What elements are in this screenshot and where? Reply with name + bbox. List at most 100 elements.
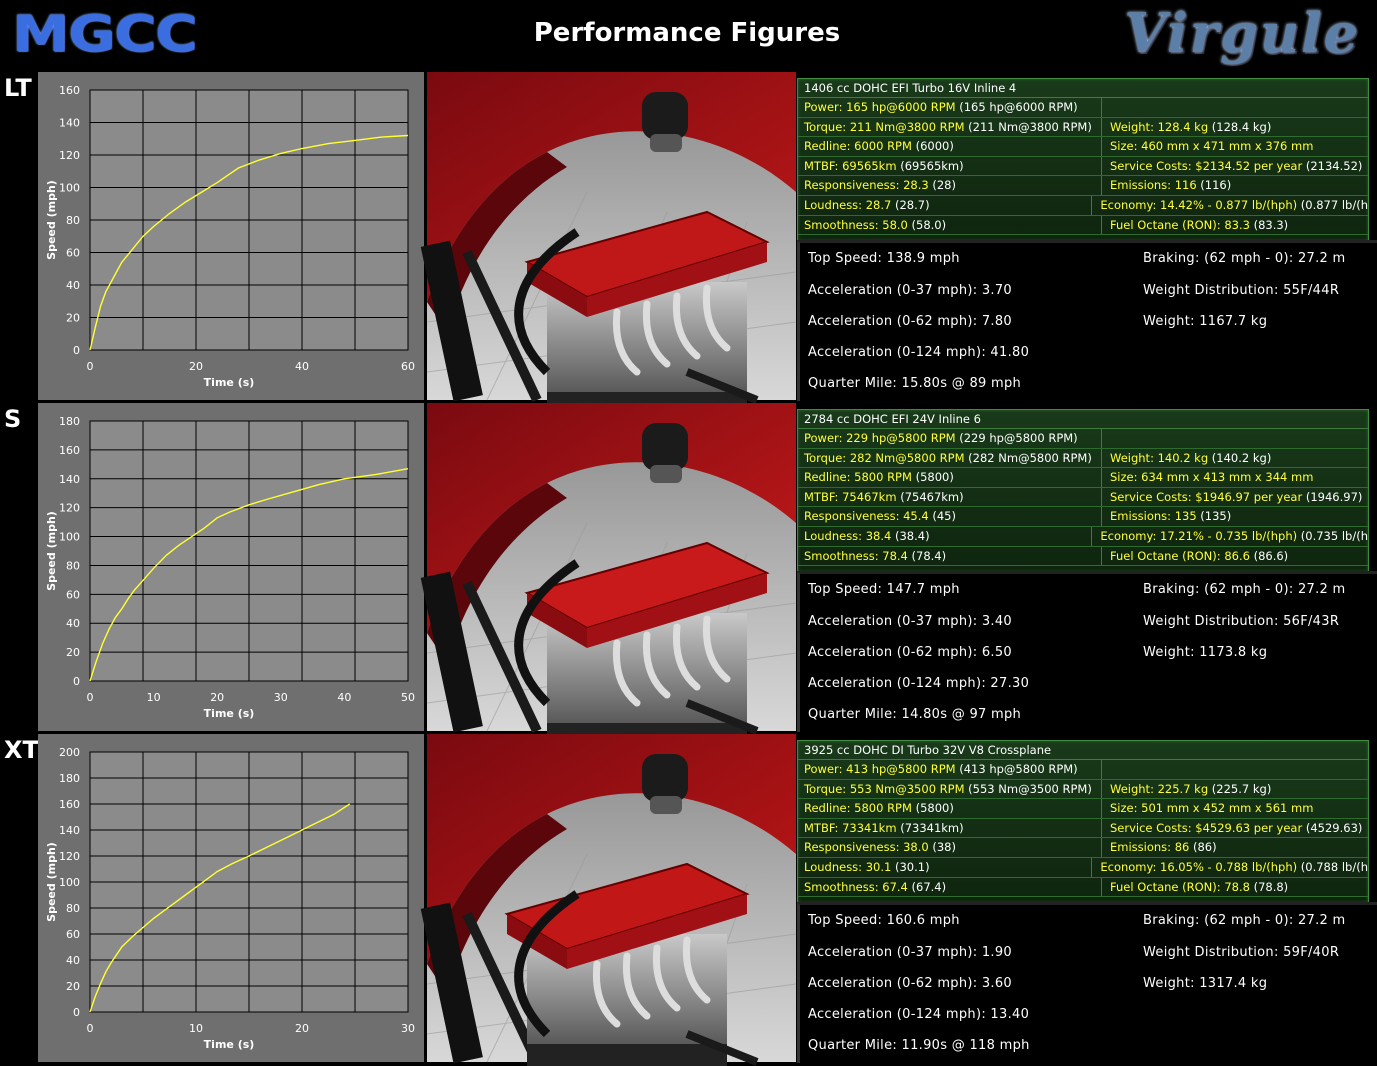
engine-stat-row: Torque: 553 Nm@3500 RPM (553 Nm@3500 RPM…	[798, 779, 1368, 800]
x-tick-label: 20	[189, 360, 203, 373]
engine-stat-right: Service Costs: $2134.52 per year (2134.5…	[1110, 158, 1363, 173]
y-tick-label: 60	[66, 588, 80, 601]
y-tick-label: 80	[66, 902, 80, 915]
engine-stat-row: Responsiveness: 28.3 (28) Emissions: 116…	[798, 176, 1368, 196]
y-tick-label: 200	[59, 746, 80, 759]
engine-stat-left: Responsiveness: 38.0 (38)	[798, 838, 1102, 857]
engine-image	[420, 72, 797, 414]
y-tick-label: 120	[59, 502, 80, 515]
engine-stat-right: Emissions: 116 (116)	[1110, 178, 1232, 193]
perf-quarter: Quarter Mile: 14.80s @ 97 mph	[808, 707, 1022, 722]
y-tick-label: 180	[59, 415, 80, 428]
engine-stat-left: Redline: 5800 RPM (5800)	[798, 799, 1102, 818]
perf-weight-dist: Weight Distribution: 55F/44R	[1143, 283, 1340, 298]
engine-stat-row: Power: 165 hp@6000 RPM (165 hp@6000 RPM)	[798, 98, 1368, 118]
perf-top-speed: Top Speed: 138.9 mph	[808, 251, 960, 266]
y-tick-label: 160	[59, 798, 80, 811]
y-tick-label: 120	[59, 850, 80, 863]
x-tick-label: 20	[295, 1022, 309, 1035]
perf-braking: Braking: (62 mph - 0): 27.2 m	[1143, 582, 1346, 597]
x-tick-label: 0	[87, 1022, 94, 1035]
x-tick-label: 0	[87, 360, 94, 373]
engine-stat-left: MTBF: 69565km (69565km)	[798, 156, 1102, 176]
mgcc-logo: MGCC	[12, 5, 197, 63]
engine-stat-left: Loudness: 30.1 (30.1)	[798, 857, 1093, 877]
perf-quarter: Quarter Mile: 15.80s @ 89 mph	[808, 376, 1022, 391]
perf-acc124: Acceleration (0-124 mph): 41.80	[808, 345, 1030, 360]
engine-name: 3925 cc DOHC DI Turbo 32V V8 Crossplane	[798, 741, 1368, 760]
y-tick-label: 160	[59, 84, 80, 97]
engine-stat-row: Redline: 5800 RPM (5800) Size: 501 mm x …	[798, 799, 1368, 819]
perf-weight: Weight: 1317.4 kg	[1143, 976, 1268, 991]
perf-weight: Weight: 1173.8 kg	[1143, 645, 1268, 660]
y-tick-label: 140	[59, 473, 80, 486]
x-tick-label: 30	[274, 691, 288, 704]
y-axis-label: Speed (mph)	[45, 842, 58, 922]
engine-stat-left: Torque: 282 Nm@5800 RPM (282 Nm@5800 RPM…	[798, 448, 1102, 468]
page-title: Performance Figures	[533, 18, 841, 48]
engine-stat-right: Size: 501 mm x 452 mm x 561 mm	[1110, 801, 1314, 816]
engine-stat-right: Economy: 17.21% - 0.735 lb/(hph) (0.735 …	[1100, 528, 1368, 543]
engine-stat-row: MTBF: 73341km (73341km) Service Costs: $…	[798, 818, 1368, 839]
engine-image	[420, 734, 797, 1066]
engine-stat-row: Torque: 211 Nm@3800 RPM (211 Nm@3800 RPM…	[798, 117, 1368, 138]
y-tick-label: 180	[59, 772, 80, 785]
perf-weight: Weight: 1167.7 kg	[1143, 314, 1268, 329]
perf-top-speed: Top Speed: 160.6 mph	[808, 913, 960, 928]
virgule-logo: Virgule	[1124, 1, 1360, 65]
engine-stat-left: Redline: 5800 RPM (5800)	[798, 468, 1102, 487]
speed-curve	[89, 468, 409, 682]
engine-stat-row: MTBF: 69565km (69565km) Service Costs: $…	[798, 156, 1368, 177]
y-axis-label: Speed (mph)	[45, 180, 58, 260]
y-tick-label: 60	[66, 247, 80, 260]
engine-stat-left: Torque: 553 Nm@3500 RPM (553 Nm@3500 RPM…	[798, 779, 1102, 799]
x-axis-label: Time (s)	[204, 376, 255, 389]
engine-stat-left: MTBF: 73341km (73341km)	[798, 818, 1102, 838]
y-tick-label: 20	[66, 646, 80, 659]
engine-info-panel: 1406 cc DOHC EFI Turbo 16V Inline 4 Powe…	[797, 78, 1369, 242]
engine-stat-row: Responsiveness: 45.4 (45) Emissions: 135…	[798, 507, 1368, 527]
perf-acc37: Acceleration (0-37 mph): 3.70	[808, 283, 1013, 298]
engine-stat-right: Emissions: 86 (86)	[1110, 840, 1217, 855]
engine-stat-row: Power: 229 hp@5800 RPM (229 hp@5800 RPM)	[798, 429, 1368, 449]
engine-stat-right: Service Costs: $1946.97 per year (1946.9…	[1110, 489, 1363, 504]
speed-curve	[89, 134, 409, 351]
engine-stat-left: MTBF: 75467km (75467km)	[798, 487, 1102, 507]
perf-acc124: Acceleration (0-124 mph): 13.40	[808, 1007, 1030, 1022]
trim-label: LT	[4, 74, 32, 102]
perf-quarter: Quarter Mile: 11.90s @ 118 mph	[808, 1038, 1030, 1053]
x-tick-label: 60	[401, 360, 415, 373]
engine-stat-row: Smoothness: 67.4 (67.4) Fuel Octane (RON…	[798, 877, 1368, 898]
engine-stat-row: Responsiveness: 38.0 (38) Emissions: 86 …	[798, 838, 1368, 858]
y-tick-label: 20	[66, 312, 80, 325]
engine-stat-right: Size: 634 mm x 413 mm x 344 mm	[1110, 470, 1314, 485]
engine-stat-right: Weight: 225.7 kg (225.7 kg)	[1110, 781, 1272, 796]
perf-acc62: Acceleration (0-62 mph): 3.60	[808, 976, 1013, 991]
engine-stat-right: Weight: 128.4 kg (128.4 kg)	[1110, 119, 1272, 134]
engine-stat-row: Smoothness: 58.0 (58.0) Fuel Octane (RON…	[798, 215, 1368, 236]
engine-stat-right	[1102, 429, 1368, 448]
header: MGCC Performance Figures Virgule	[0, 0, 1374, 72]
engine-stat-right: Fuel Octane (RON): 83.3 (83.3)	[1110, 217, 1289, 232]
engine-stat-row: Loudness: 28.7 (28.7) Economy: 14.42% - …	[798, 195, 1368, 216]
x-tick-label: 50	[401, 691, 415, 704]
perf-acc124: Acceleration (0-124 mph): 27.30	[808, 676, 1030, 691]
engine-stat-left: Torque: 211 Nm@3800 RPM (211 Nm@3800 RPM…	[798, 117, 1102, 137]
perf-top-speed: Top Speed: 147.7 mph	[808, 582, 960, 597]
engine-stat-row: Redline: 6000 RPM (6000) Size: 460 mm x …	[798, 137, 1368, 157]
engine-stat-row: Loudness: 38.4 (38.4) Economy: 17.21% - …	[798, 526, 1368, 547]
speed-curve	[89, 803, 351, 1013]
y-tick-label: 0	[73, 1006, 80, 1019]
y-tick-label: 80	[66, 559, 80, 572]
y-tick-label: 0	[73, 344, 80, 357]
engine-stat-right	[1102, 760, 1368, 779]
y-tick-label: 40	[66, 954, 80, 967]
engine-stat-row: Torque: 282 Nm@5800 RPM (282 Nm@5800 RPM…	[798, 448, 1368, 469]
